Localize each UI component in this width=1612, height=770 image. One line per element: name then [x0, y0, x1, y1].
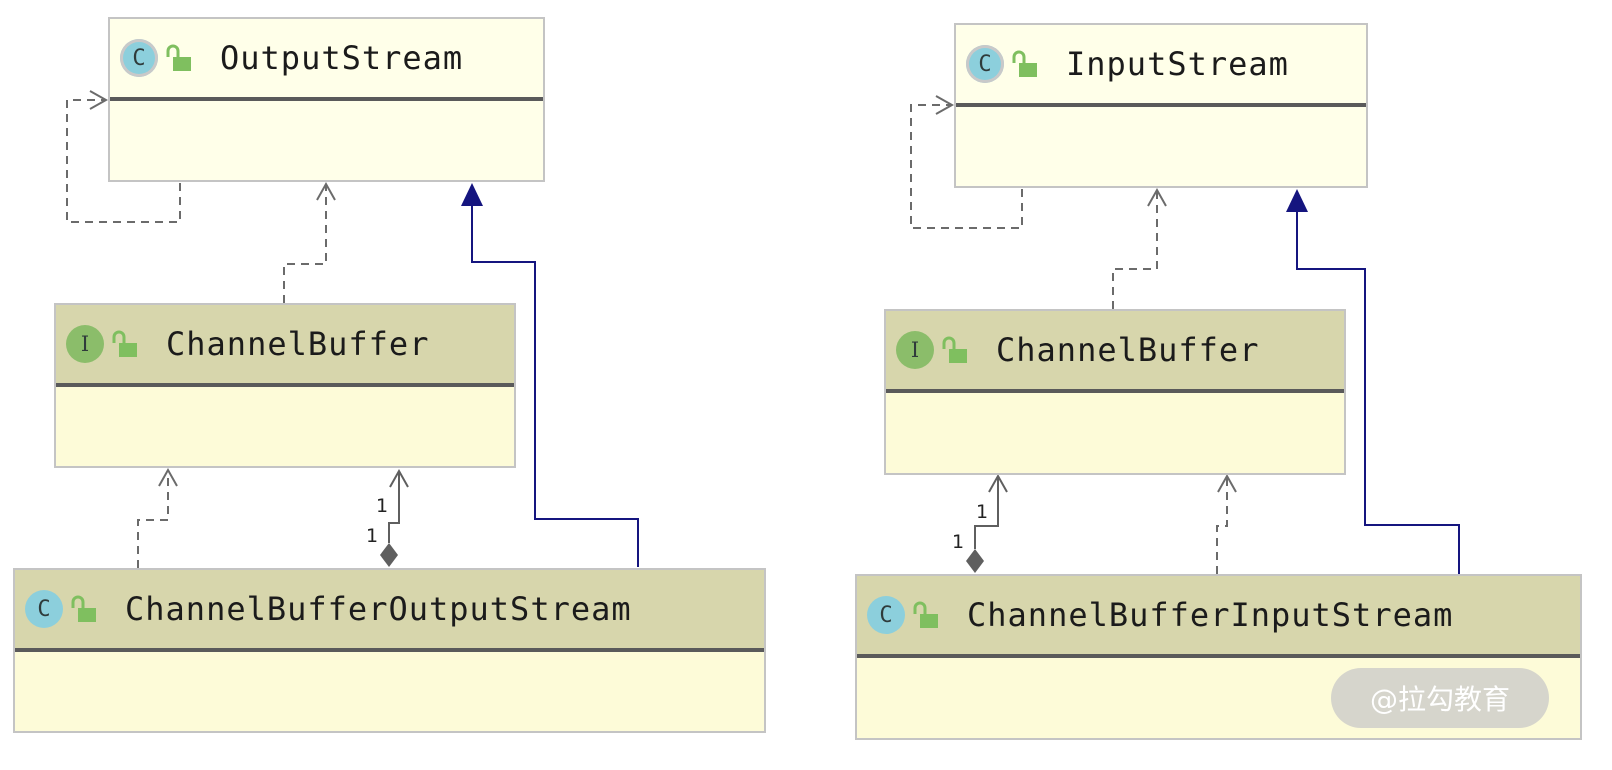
composition-target-multiplicity: 1 — [976, 501, 988, 523]
lock-open-icon — [112, 330, 137, 357]
interface-header: I ChannelBuffer — [56, 305, 514, 387]
class-members — [956, 107, 1366, 186]
interface-members — [56, 387, 514, 466]
channel-buffer-output-stream-composition-diamond — [380, 543, 398, 567]
input-stream-self-dependency-line — [910, 104, 1023, 229]
channel-buffer-input-stream-composition-arrowhead — [988, 473, 1008, 493]
composition-target-multiplicity: 1 — [376, 495, 388, 517]
lock-open-icon — [942, 336, 967, 363]
interface-icon: I — [896, 331, 934, 369]
channel-buffer-output-stream-to-channel-buffer-left-dependency-arrowhead — [158, 467, 178, 487]
channel-buffer-output-stream-composition-arrowhead — [389, 468, 409, 488]
lock-open-icon — [71, 595, 96, 622]
class-name: InputStream — [1066, 45, 1289, 83]
lock-open-icon — [166, 44, 191, 71]
channel-buffer-output-stream-composition-line — [388, 471, 400, 543]
output-stream-self-dependency-line — [66, 99, 181, 223]
class-header: C ChannelBufferInputStream — [857, 576, 1580, 658]
class-header: C ChannelBufferOutputStream — [15, 570, 764, 652]
class-box-output-stream[interactable]: C OutputStream — [108, 17, 545, 182]
composition-source-multiplicity: 1 — [366, 525, 378, 547]
channel-buffer-input-stream-inheritance-line — [1296, 212, 1460, 574]
class-box-channel-buffer-output-stream[interactable]: C ChannelBufferOutputStream — [13, 568, 766, 733]
class-icon: C — [867, 596, 905, 634]
class-icon: C — [25, 590, 63, 628]
channel-buffer-right-to-input-stream-dependency-line — [1112, 190, 1158, 309]
interface-members — [886, 393, 1344, 473]
class-header: C OutputStream — [110, 19, 543, 101]
interface-name: ChannelBuffer — [166, 325, 430, 363]
class-members — [15, 652, 764, 731]
abstract-class-icon: C — [966, 45, 1004, 83]
interface-name: ChannelBuffer — [996, 331, 1260, 369]
channel-buffer-input-stream-composition-diamond — [966, 549, 984, 573]
lock-open-icon — [1012, 50, 1037, 77]
composition-source-multiplicity: 1 — [952, 531, 964, 553]
class-members — [110, 101, 543, 180]
abstract-class-icon: C — [120, 39, 158, 77]
class-header: C InputStream — [956, 25, 1366, 107]
channel-buffer-output-stream-to-channel-buffer-left-dependency-line — [137, 470, 169, 568]
channel-buffer-input-stream-composition-line — [974, 476, 999, 549]
class-name: ChannelBufferInputStream — [967, 596, 1454, 634]
channel-buffer-output-stream-inheritance-line — [471, 206, 639, 567]
class-name: ChannelBufferOutputStream — [125, 590, 632, 628]
class-name: OutputStream — [220, 39, 464, 77]
input-stream-self-dependency-arrowhead — [935, 95, 955, 115]
interface-header: I ChannelBuffer — [886, 311, 1344, 393]
channel-buffer-left-to-output-stream-dependency-line — [283, 184, 327, 303]
output-stream-self-dependency-arrowhead — [89, 90, 109, 110]
channel-buffer-left-to-output-stream-arrowhead — [316, 181, 336, 201]
channel-buffer-output-stream-inheritance-arrowhead — [461, 183, 483, 206]
class-box-input-stream[interactable]: C InputStream — [954, 23, 1368, 188]
interface-box-channel-buffer-left[interactable]: I ChannelBuffer — [54, 303, 516, 468]
channel-buffer-input-stream-inheritance-arrowhead — [1286, 189, 1308, 212]
lock-open-icon — [913, 601, 938, 628]
channel-buffer-input-stream-to-channel-buffer-right-dependency-arrowhead — [1217, 473, 1237, 493]
channel-buffer-right-to-input-stream-arrowhead — [1147, 187, 1167, 207]
watermark: @拉勾教育 — [1331, 668, 1549, 728]
interface-icon: I — [66, 325, 104, 363]
interface-box-channel-buffer-right[interactable]: I ChannelBuffer — [884, 309, 1346, 475]
